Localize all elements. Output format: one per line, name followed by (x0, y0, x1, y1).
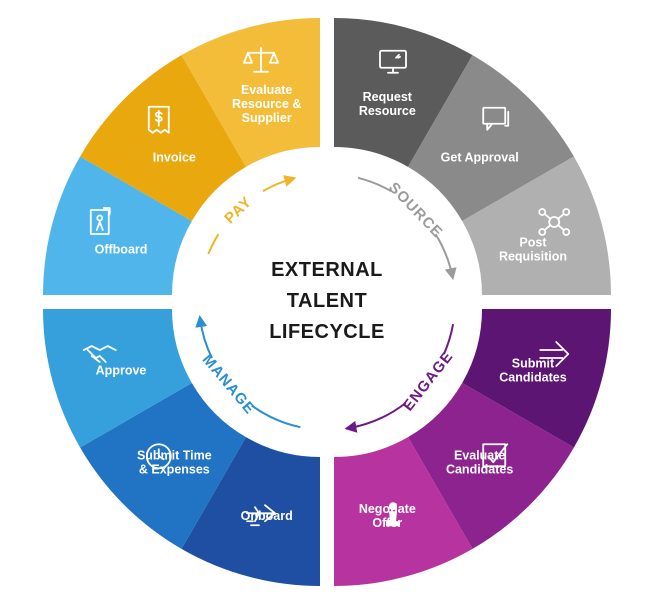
segment-wedge (334, 437, 473, 586)
segment-wedge (43, 156, 192, 295)
center-title-line-1: EXTERNAL (271, 259, 383, 281)
center-title: EXTERNAL TALENT LIFECYCLE (269, 259, 385, 343)
segment-get-approval: Get Approval (408, 55, 574, 221)
segment-wedge (408, 55, 574, 221)
phase-arc (262, 175, 297, 193)
door-exit-icon (89, 207, 111, 235)
segment-label-line: & Expenses (139, 463, 210, 477)
scales-icon (243, 46, 279, 73)
segment-wedge (43, 309, 192, 448)
segment-label-line: Request (363, 90, 413, 104)
clock-icon (145, 443, 172, 470)
segment-label-line: Post (519, 236, 547, 250)
chat-bubbles-icon (482, 106, 510, 131)
segment-wedge (334, 18, 473, 167)
airplane-icon (246, 504, 276, 527)
segment-label-line: Resource (359, 104, 416, 118)
segment-label-line: Offboard (95, 243, 148, 257)
segment-wedge (80, 55, 246, 221)
segment-label-line: Get Approval (441, 150, 519, 164)
segment-label-line: Evaluate (241, 83, 292, 97)
segment-label-line: Candidates (499, 370, 566, 384)
segment-onboard: Onboard (181, 437, 320, 586)
segment-offboard: Offboard (43, 156, 192, 295)
center-title-line-3: LIFECYCLE (269, 321, 385, 343)
segment-label-line: Approve (96, 363, 147, 377)
segment-wedge (80, 383, 246, 549)
monitor-icon (379, 49, 407, 74)
receipt-icon (147, 105, 170, 134)
segment-wedge (181, 437, 320, 586)
segment-label-line: Evaluate (454, 449, 505, 463)
segment-submit-time-expenses: Submit Time& Expenses (80, 383, 246, 549)
phase-arc (357, 176, 392, 193)
segment-label-line: Resource & (232, 97, 301, 111)
phase-arc (251, 404, 301, 429)
segment-label-line: Offer (372, 516, 402, 530)
checkmark-icon (482, 443, 509, 468)
phase-arc (344, 402, 407, 433)
phase-arc (434, 233, 457, 281)
center-title-line-2: TALENT (287, 290, 367, 312)
chess-pawn-icon (386, 502, 401, 527)
segment-wedge (462, 309, 611, 448)
handshake-icon (82, 345, 117, 363)
segment-label-line: Submit Time (137, 449, 212, 463)
segment-approve: Approve (43, 309, 192, 448)
phase-label-pay: PAY (221, 193, 255, 227)
arrow-right-icon (539, 341, 570, 367)
segment-label-line: Supplier (242, 111, 292, 125)
phase-arc (443, 324, 455, 355)
network-icon (538, 208, 571, 236)
phase-pay: PAY (207, 175, 297, 255)
segment-invoice: Invoice (80, 55, 246, 221)
segment-label-line: Negotiate (359, 502, 416, 516)
phase-arc (195, 315, 213, 359)
segment-label-line: Invoice (153, 150, 196, 164)
segment-label-line: Requisition (499, 250, 567, 264)
segment-label-line: Candidates (446, 463, 513, 477)
segment-wedge (462, 156, 611, 295)
phase-arc (207, 233, 220, 255)
segment-label-line: Onboard (241, 509, 293, 523)
segment-wedge (181, 18, 320, 167)
segment-label-line: Submit (512, 356, 555, 370)
